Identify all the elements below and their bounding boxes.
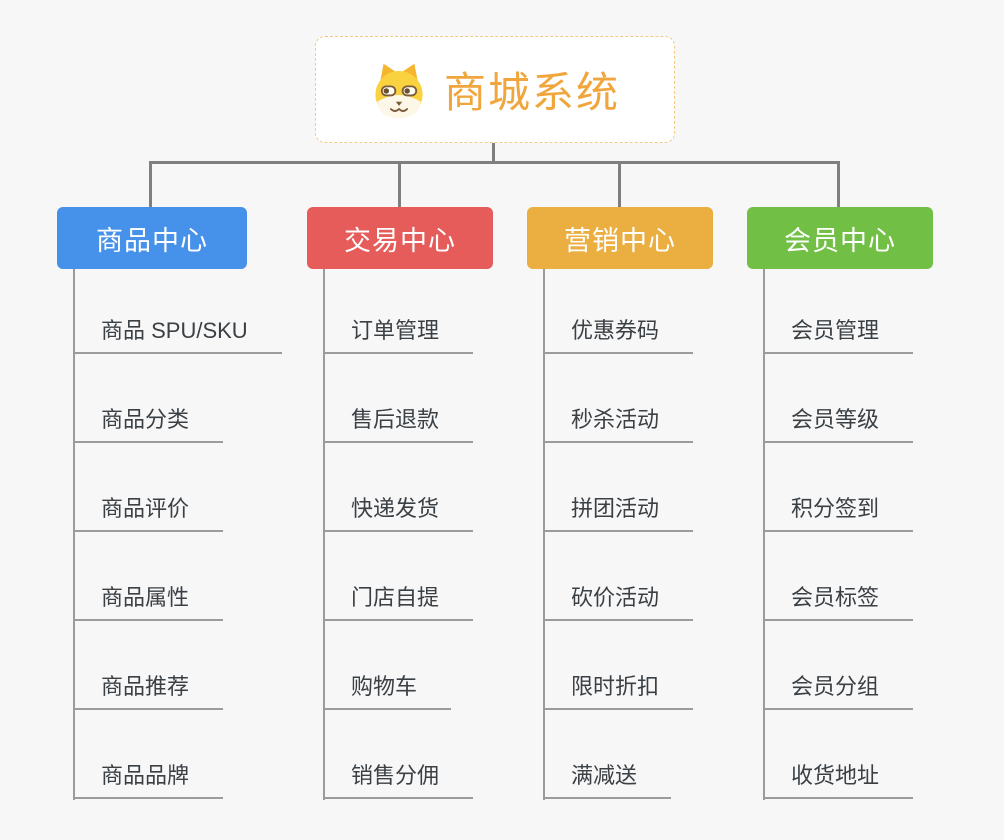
branch-item-row: 商品属性 [75,532,317,621]
branch: 营销中心 优惠券码 秒杀活动 拼团活动 砍价活动 限时折扣 满减送 [527,207,787,800]
branch-item-row: 会员管理 [765,269,1004,354]
branch-item[interactable]: 快递发货 [325,491,474,532]
branch-item[interactable]: 商品品牌 [75,758,224,799]
branch-item-row: 限时折扣 [545,621,787,710]
branch-item-row: 秒杀活动 [545,354,787,443]
branch-header[interactable]: 商品中心 [57,207,247,269]
branch-item-row: 商品评价 [75,443,317,532]
branch-item[interactable]: 积分签到 [765,491,914,532]
branch: 交易中心 订单管理 售后退款 快递发货 门店自提 购物车 销售分佣 [307,207,567,800]
branch-item[interactable]: 门店自提 [325,580,474,621]
branch-item[interactable]: 会员等级 [765,402,914,443]
connector-branch-drop [837,161,840,209]
branch-item[interactable]: 优惠券码 [545,313,694,354]
branch-item-row: 会员标签 [765,532,1004,621]
branch-item[interactable]: 会员标签 [765,580,914,621]
branch-header[interactable]: 会员中心 [747,207,933,269]
connector-horizontal [149,161,840,164]
branch-item[interactable]: 售后退款 [325,402,474,443]
branch-item-row: 门店自提 [325,532,567,621]
branch-item-row: 商品分类 [75,354,317,443]
branch-items: 订单管理 售后退款 快递发货 门店自提 购物车 销售分佣 [323,269,567,800]
doge-icon [375,63,423,118]
branch-header[interactable]: 交易中心 [307,207,493,269]
branch-item[interactable]: 商品 SPU/SKU [75,313,282,354]
branch-item[interactable]: 商品评价 [75,491,224,532]
branch-item-row: 售后退款 [325,354,567,443]
branch-item[interactable]: 秒杀活动 [545,402,694,443]
branch-item-row: 优惠券码 [545,269,787,354]
branch-header[interactable]: 营销中心 [527,207,713,269]
branch-item[interactable]: 销售分佣 [325,758,474,799]
branch-item-row: 订单管理 [325,269,567,354]
root-node[interactable]: 商城系统 [315,36,675,143]
branch-item-row: 商品 SPU/SKU [75,269,317,354]
branch-items: 会员管理 会员等级 积分签到 会员标签 会员分组 收货地址 [763,269,1004,800]
branch-item[interactable]: 砍价活动 [545,580,694,621]
connector-root-drop [492,143,495,164]
branch-item-row: 满减送 [545,710,787,799]
branch-item[interactable]: 商品推荐 [75,669,224,710]
branch-item-row: 砍价活动 [545,532,787,621]
branch: 商品中心 商品 SPU/SKU 商品分类 商品评价 商品属性 商品推荐 商品品牌 [57,207,317,800]
branch-item-row: 会员分组 [765,621,1004,710]
branch-item[interactable]: 会员分组 [765,669,914,710]
branch-item-row: 购物车 [325,621,567,710]
branch-item-row: 快递发货 [325,443,567,532]
branch-item[interactable]: 拼团活动 [545,491,694,532]
branch-item-row: 积分签到 [765,443,1004,532]
branch-items: 优惠券码 秒杀活动 拼团活动 砍价活动 限时折扣 满减送 [543,269,787,800]
connector-branch-drop [149,161,152,209]
connector-branch-drop [618,161,621,209]
branch-items: 商品 SPU/SKU 商品分类 商品评价 商品属性 商品推荐 商品品牌 [73,269,317,800]
branch-item-row: 销售分佣 [325,710,567,799]
root-title: 商城系统 [443,69,620,116]
branch-item[interactable]: 满减送 [545,758,672,799]
branch-item-row: 商品推荐 [75,621,317,710]
branch-item-row: 拼团活动 [545,443,787,532]
branch-item-row: 收货地址 [765,710,1004,799]
branch-item-row: 商品品牌 [75,710,317,799]
branch-item[interactable]: 商品属性 [75,580,224,621]
connector-branch-drop [398,161,401,209]
branch-item[interactable]: 收货地址 [765,758,914,799]
branch-item[interactable]: 会员管理 [765,313,914,354]
branch: 会员中心 会员管理 会员等级 积分签到 会员标签 会员分组 收货地址 [747,207,1004,800]
branch-item-row: 会员等级 [765,354,1004,443]
branch-item[interactable]: 购物车 [325,669,452,710]
branch-item[interactable]: 限时折扣 [545,669,694,710]
branch-item[interactable]: 订单管理 [325,313,474,354]
branch-item[interactable]: 商品分类 [75,402,224,443]
